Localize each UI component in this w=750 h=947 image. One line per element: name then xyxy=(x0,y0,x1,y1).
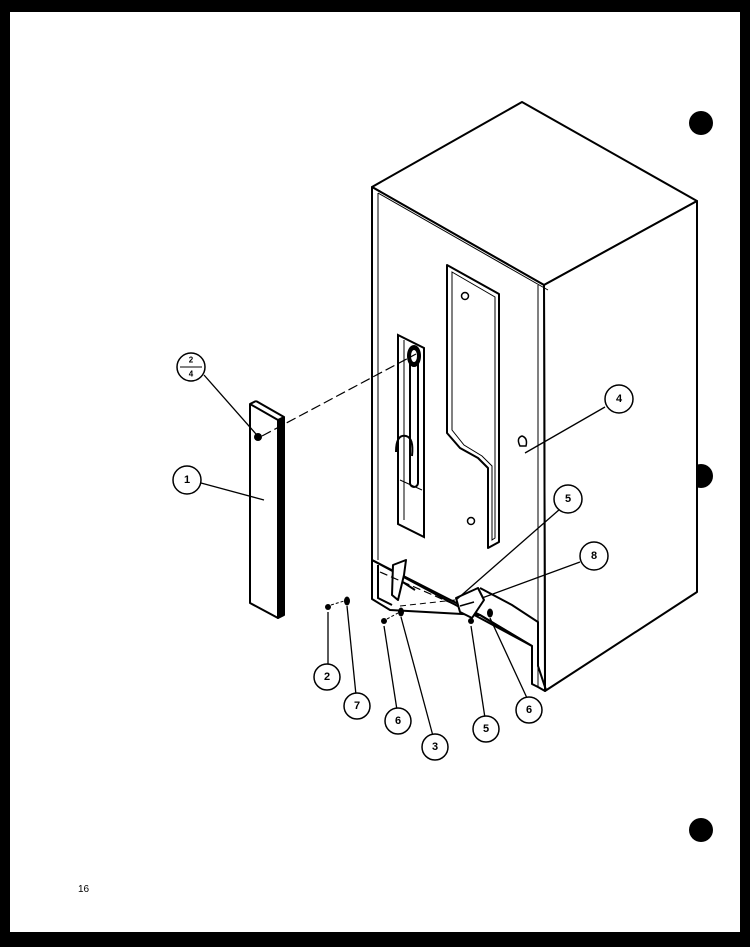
fastener-2 xyxy=(325,604,331,610)
fasteners xyxy=(325,596,493,624)
callout-7-label: 7 xyxy=(354,700,360,712)
panel-top-edge-2 xyxy=(255,400,285,418)
callout-4-label: 4 xyxy=(616,393,623,405)
punch-hole-bottom xyxy=(689,818,713,842)
alignment-line-bracket xyxy=(379,571,459,607)
fastener-3 xyxy=(398,607,404,617)
callout-6-right: 6 xyxy=(515,696,543,724)
callout-6b-label: 6 xyxy=(526,704,532,716)
leader-4 xyxy=(524,406,606,454)
callout-6-left: 6 xyxy=(384,707,412,735)
callout-5a-label: 5 xyxy=(565,493,571,505)
hinge-brackets xyxy=(391,559,485,619)
callout-8-label: 8 xyxy=(591,550,597,562)
fraction-denominator: 4 xyxy=(189,370,194,379)
fastener-7 xyxy=(344,596,350,606)
panel-screw-hole xyxy=(254,433,262,441)
panel-top-edge xyxy=(249,400,257,405)
control-tube xyxy=(409,351,419,488)
left-rail xyxy=(377,565,393,606)
left-bracket xyxy=(391,559,407,601)
paddle-plate xyxy=(446,264,500,549)
callout-5-upper: 5 xyxy=(553,484,583,514)
fastener-6a xyxy=(381,618,387,624)
fastener-6b xyxy=(487,608,493,618)
leader-3 xyxy=(400,616,434,737)
tube-clip xyxy=(395,434,414,457)
callout-1-label: 1 xyxy=(184,474,190,486)
fraction-numerator: 2 xyxy=(189,356,194,365)
callout-6a-label: 6 xyxy=(395,715,401,727)
page-number: 16 xyxy=(78,884,90,895)
fastener-link-b xyxy=(386,612,399,620)
scan-border-bottom xyxy=(10,934,740,947)
fastener-5b xyxy=(468,618,474,624)
leader-5b xyxy=(470,625,486,719)
callout-3-label: 3 xyxy=(432,741,438,753)
control-channel xyxy=(395,333,425,539)
leader-lines xyxy=(200,374,606,737)
fastener-link-a xyxy=(330,600,345,606)
screw-part-4 xyxy=(517,435,528,447)
leader-2-4 xyxy=(203,374,257,435)
alignment-line-panel xyxy=(261,353,417,437)
callout-8: 8 xyxy=(579,541,609,571)
cover-panel xyxy=(249,400,285,619)
callout-3: 3 xyxy=(421,733,449,761)
callout-4: 4 xyxy=(604,384,634,414)
callout-bubbles: 2 4 1 4 5 8 2 7 6 xyxy=(172,352,634,761)
panel-edge xyxy=(277,416,285,619)
leader-1 xyxy=(200,482,265,501)
leader-5a xyxy=(455,508,561,601)
paddle-plate-inner xyxy=(451,271,496,541)
callout-7: 7 xyxy=(343,692,371,720)
channel-crossbar xyxy=(399,479,423,491)
callout-2-label: 2 xyxy=(324,671,330,683)
callout-1: 1 xyxy=(172,465,202,495)
tube-cap-hole xyxy=(411,350,417,362)
leader-8 xyxy=(481,561,581,599)
plate-hole-top xyxy=(460,291,470,301)
bracket-detail xyxy=(459,601,475,607)
top-edge-line xyxy=(377,192,549,291)
right-rail xyxy=(479,587,547,691)
leader-7 xyxy=(346,605,357,696)
leader-6a xyxy=(383,625,398,711)
callout-5b-label: 5 xyxy=(483,723,489,735)
punch-hole-top xyxy=(689,111,713,135)
callout-2: 2 xyxy=(313,663,341,691)
leader-6b xyxy=(489,617,528,699)
plate-hole-bottom xyxy=(466,516,476,526)
base-step xyxy=(371,559,533,647)
callout-2-over-4: 2 4 xyxy=(176,352,206,382)
callout-5-lower: 5 xyxy=(472,715,500,743)
